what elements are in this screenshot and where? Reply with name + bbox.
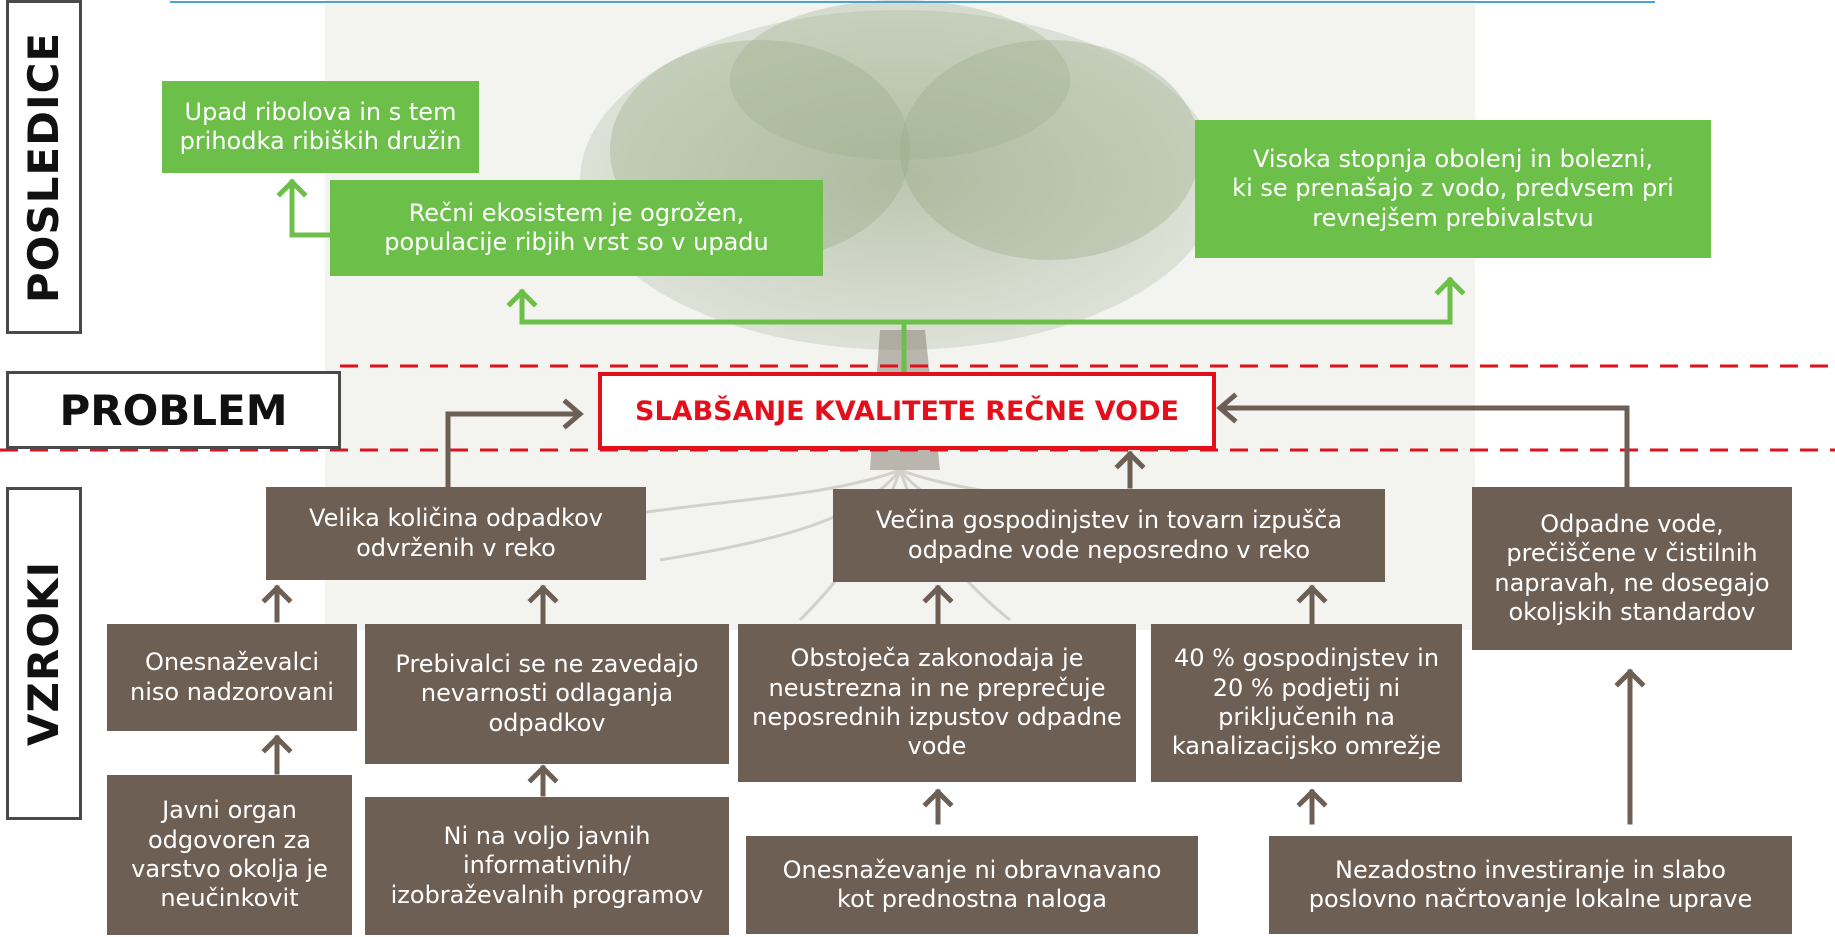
cause-households-discharge: Večina gospodinjstev in tovarn izpušča o… [833,489,1385,582]
problem-label-box: PROBLEM [6,371,341,449]
consequence-ecosystem-threat: Rečni ekosistem je ogrožen, populacije r… [330,180,823,276]
arrow-residents-to-waste-head [527,584,559,604]
arrow-programs-to-residents-head [527,764,559,784]
arrow-notconnected-to-households-head [1296,584,1328,604]
cause-authority-ineffective: Javni organ odgovoren za varstvo okolja … [107,775,352,935]
cause-residents-unaware: Prebivalci se ne zavedajo nevarnosti odl… [365,624,729,764]
consequence-fishing-decline: Upad ribolova in s tem prihodka ribiških… [162,81,479,173]
arrow-legislation-to-households-head [922,584,954,604]
causes-label-box: VZROKI [6,487,82,820]
green-right-arrow-head [1434,276,1466,296]
green-fishing-arrow-head [276,178,308,198]
cause-treated-water-substandard: Odpadne vode, prečiščene v čistilnih nap… [1472,487,1792,650]
arrow-households-to-problem-head [1114,450,1146,470]
consequence-disease-rate: Visoka stopnja obolenj in bolezni, ki se… [1195,120,1711,258]
core-problem-text: SLABŠANJE KVALITETE REČNE VODE [635,395,1179,427]
arrow-investment-to-notconnected-head [1296,788,1328,808]
cause-underinvestment: Nezadostno investiranje in slabo poslovn… [1269,836,1792,934]
green-ecosystem-to-fishing-arrow [289,179,333,238]
arrow-authority-to-polluters-head [261,734,293,754]
cause-not-priority: Onesnaževanje ni obravnavano kot prednos… [746,836,1198,934]
cause-no-programs: Ni na voljo javnih informativnih/ izobra… [365,797,729,935]
cause-not-connected: 40 % gospodinjstev in 20 % podjetij ni p… [1151,624,1462,782]
core-problem-box: SLABŠANJE KVALITETE REČNE VODE [598,372,1216,450]
arrow-waste-to-problem-head [562,398,584,430]
arrow-investment-to-treated-head [1614,668,1646,688]
cause-legislation-inadequate: Obstoječa zakonodaja je neustrezna in ne… [738,624,1136,782]
arrow-treated-to-problem [1219,405,1630,488]
problem-label: PROBLEM [59,385,288,435]
arrow-priority-to-legislation-head [922,788,954,808]
arrow-polluters-to-waste-head [261,584,293,604]
arrow-waste-to-problem [445,411,581,488]
arrow-treated-to-problem-head [1216,392,1238,424]
consequences-label-box: POSLEDICE [6,0,82,334]
cause-waste-dumped: Velika količina odpadkov odvrženih v rek… [266,487,646,580]
cause-polluters-unmonitored: Onesnaževalci niso nadzorovani [107,624,357,731]
green-left-arrow-head [506,288,538,308]
